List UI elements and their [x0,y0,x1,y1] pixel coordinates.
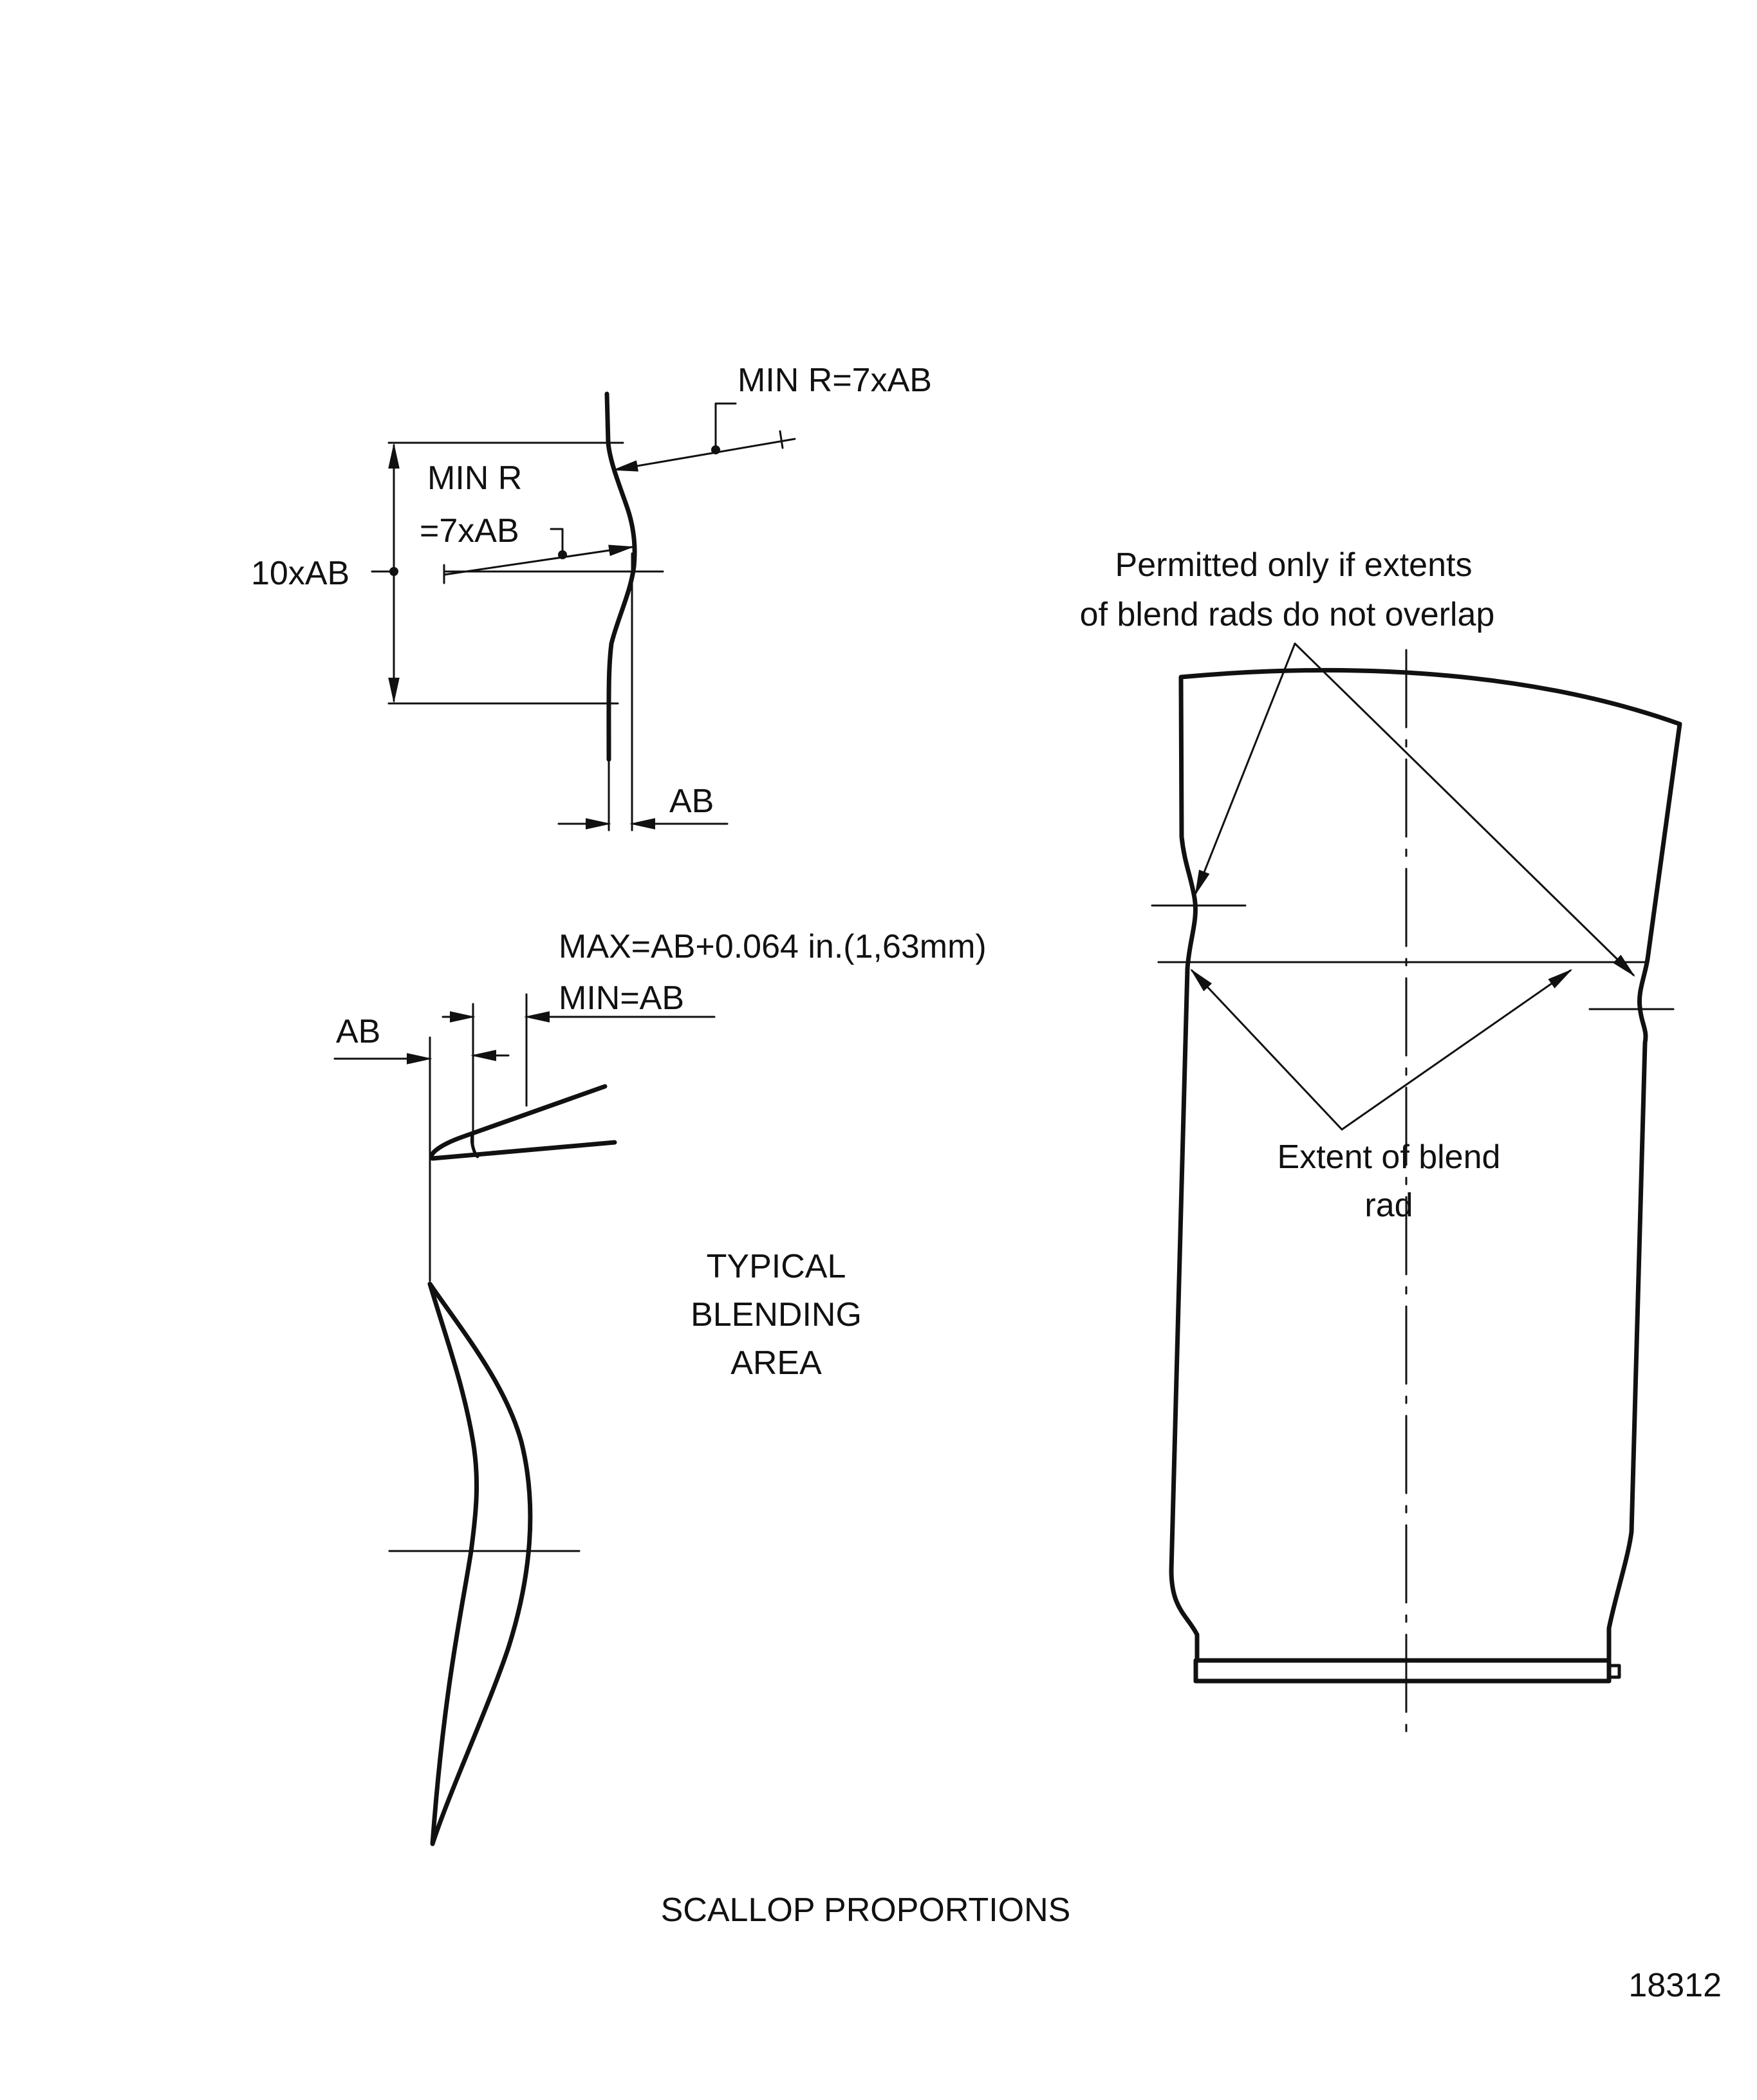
blend-area-label-3: AREA [730,1344,822,1382]
outer-radius-label: MIN R=7xAB [738,362,932,399]
top-depth-label: AB [669,783,714,820]
outer-radius-tick [779,430,784,449]
blade-outline [1169,667,1682,1663]
outer-radius-leader [612,438,796,472]
permitted-arrow-left [1195,642,1296,896]
blade-view: Permitted only if extents of blend rads … [1080,546,1682,1733]
inner-radius-dot [558,550,567,559]
inner-radius-leader [443,544,635,576]
permitted-note-2: of blend rads do not overlap [1080,596,1495,633]
extent-arrow-left [1190,969,1343,1131]
blend-area-label-2: BLENDING [691,1296,862,1333]
blend-wedge-curve [470,1131,479,1158]
length-label: 10xAB [251,555,349,592]
blend-depth-label: AB [336,1013,380,1050]
permitted-arrow-right [1294,642,1635,977]
figure-number: 18312 [1628,1967,1722,2004]
top-length-dot [389,567,398,576]
top-scallop-profile [604,391,637,762]
figure-title: SCALLOP PROPORTIONS [661,1891,1071,1929]
outer-radius-leader-hook [714,402,737,450]
blade-base-tab [1607,1664,1621,1679]
outer-radius-dot [711,445,720,454]
blend-min-label: MIN=AB [559,980,684,1017]
blend-area-crescent [427,1281,533,1846]
inner-radius-leader-hook [550,528,564,555]
blend-max-label: MAX=AB+0.064 in.(1,63mm) [559,928,987,965]
inner-radius-label-2: =7xAB [420,512,519,550]
blend-detail: MAX=AB+0.064 in.(1,63mm) MIN=AB AB TYPIC… [333,928,987,1846]
permitted-note-1: Permitted only if extents [1115,546,1473,584]
extent-note-2: rad [1364,1187,1413,1224]
top-scallop-detail: MIN R=7xAB MIN R =7xAB 10xAB AB [251,362,932,832]
blend-wedge [429,1084,617,1161]
inner-radius-label-1: MIN R [427,460,522,497]
extent-arrow-right [1341,969,1573,1131]
extent-note-1: Extent of blend [1278,1138,1501,1176]
blend-area-label-1: TYPICAL [707,1248,846,1285]
